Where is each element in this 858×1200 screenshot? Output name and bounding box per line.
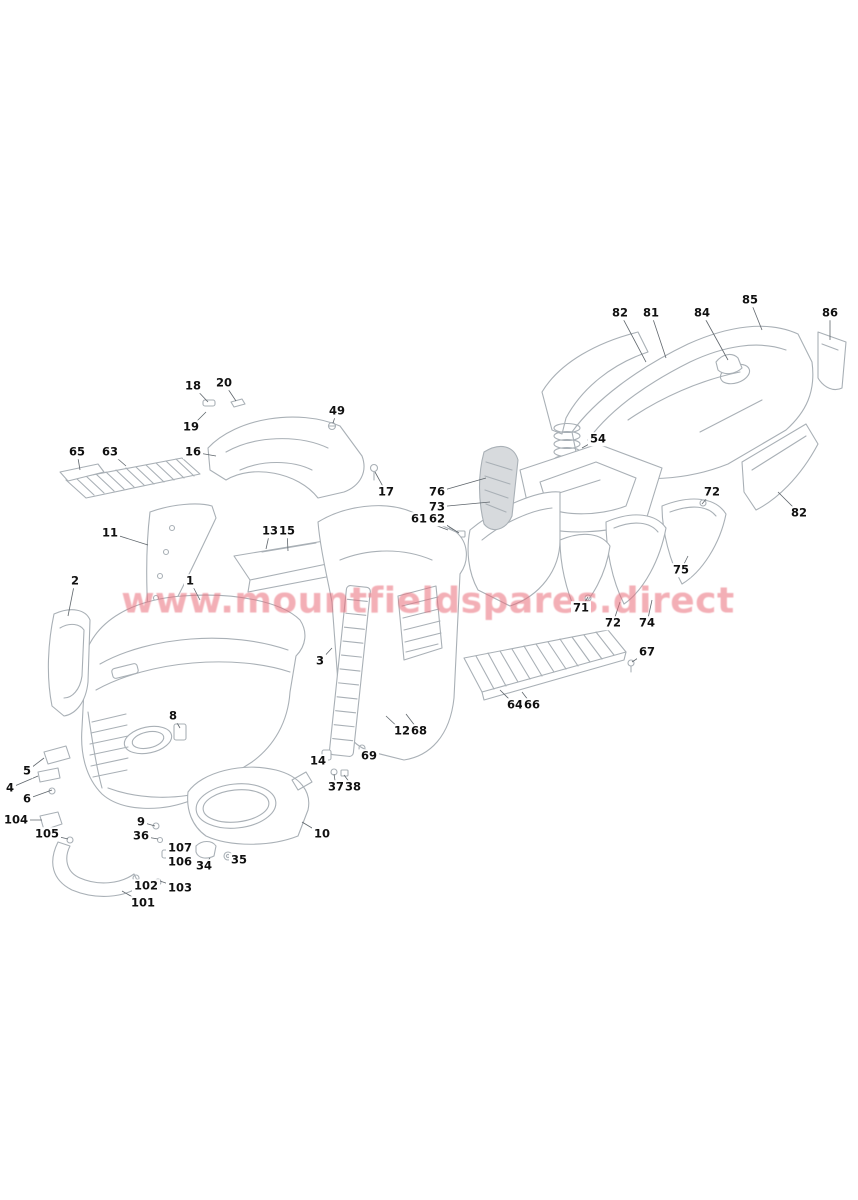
callout-81: 81	[640, 305, 662, 320]
callout-64: 64	[504, 697, 526, 712]
callout-2: 2	[68, 573, 82, 588]
callout-82: 82	[788, 505, 810, 520]
callout-72: 72	[701, 484, 723, 499]
part-rear-cover	[571, 325, 814, 480]
callout-82: 82	[609, 305, 631, 320]
callout-6: 6	[20, 791, 34, 806]
part-rear-frame-rail	[541, 331, 649, 435]
callout-16: 16	[182, 444, 204, 459]
part-bracket-8	[173, 723, 187, 741]
callout-103: 103	[165, 880, 195, 895]
part-side-flap	[817, 331, 847, 391]
part-hinge-bracket	[715, 353, 743, 375]
callout-62: 62	[426, 511, 448, 526]
part-rear-fender-left	[559, 533, 611, 613]
part-front-brackets	[37, 745, 71, 795]
part-fender-bolts	[584, 499, 707, 673]
callout-72: 72	[602, 615, 624, 630]
part-rear-side-panel	[741, 423, 819, 511]
callout-75: 75	[670, 562, 692, 577]
callout-76: 76	[426, 484, 448, 499]
callout-104: 104	[1, 812, 31, 827]
callout-35: 35	[228, 852, 250, 867]
callout-34: 34	[193, 858, 215, 873]
callout-71: 71	[570, 600, 592, 615]
part-front-bumper	[39, 811, 162, 897]
part-dash-cover	[479, 445, 519, 531]
part-vent-grille	[65, 457, 201, 499]
part-cap-18	[202, 399, 216, 407]
callout-18: 18	[182, 378, 204, 393]
callout-49: 49	[326, 403, 348, 418]
part-footstep	[463, 629, 627, 701]
callout-15: 15	[276, 523, 298, 538]
callout-10: 10	[311, 826, 333, 841]
callout-9: 9	[134, 814, 148, 829]
callout-17: 17	[375, 484, 397, 499]
part-ladder-strut	[328, 585, 371, 757]
callout-107: 107	[165, 840, 195, 855]
callout-1: 1	[183, 573, 197, 588]
leader-line	[650, 312, 667, 359]
callout-5: 5	[20, 763, 34, 778]
callout-74: 74	[636, 615, 658, 630]
callout-105: 105	[32, 826, 62, 841]
part-wheel-housing	[187, 766, 313, 845]
callout-85: 85	[739, 292, 761, 307]
callout-65: 65	[66, 444, 88, 459]
callout-36: 36	[130, 828, 152, 843]
leader-line	[619, 312, 647, 363]
callout-61: 61	[408, 511, 430, 526]
callout-4: 4	[3, 780, 17, 795]
callout-8: 8	[166, 708, 180, 723]
callout-38: 38	[342, 779, 364, 794]
part-side-trim	[146, 503, 217, 623]
callout-102: 102	[131, 878, 161, 893]
callout-84: 84	[691, 305, 713, 320]
part-hood	[81, 594, 306, 809]
callout-73: 73	[426, 499, 448, 514]
callout-11: 11	[99, 525, 121, 540]
callout-68: 68	[408, 723, 430, 738]
callout-14: 14	[307, 753, 329, 768]
callout-37: 37	[325, 779, 347, 794]
part-cap-20	[230, 398, 246, 408]
callout-67: 67	[636, 644, 658, 659]
part-front-panel	[47, 609, 91, 717]
callout-69: 69	[358, 748, 380, 763]
callout-54: 54	[587, 431, 609, 446]
callout-12: 12	[391, 723, 413, 738]
leader-line	[701, 312, 729, 361]
part-vent-trim	[59, 463, 105, 482]
callout-101: 101	[128, 895, 158, 910]
callout-20: 20	[213, 375, 235, 390]
callout-106: 106	[165, 854, 195, 869]
callout-66: 66	[521, 697, 543, 712]
callout-13: 13	[259, 523, 281, 538]
callout-63: 63	[99, 444, 121, 459]
part-screws	[321, 421, 379, 777]
part-dash-console	[207, 416, 365, 499]
part-rear-fender-mid	[605, 514, 667, 605]
callout-19: 19	[180, 419, 202, 434]
callout-86: 86	[819, 305, 841, 320]
callout-3: 3	[313, 653, 327, 668]
